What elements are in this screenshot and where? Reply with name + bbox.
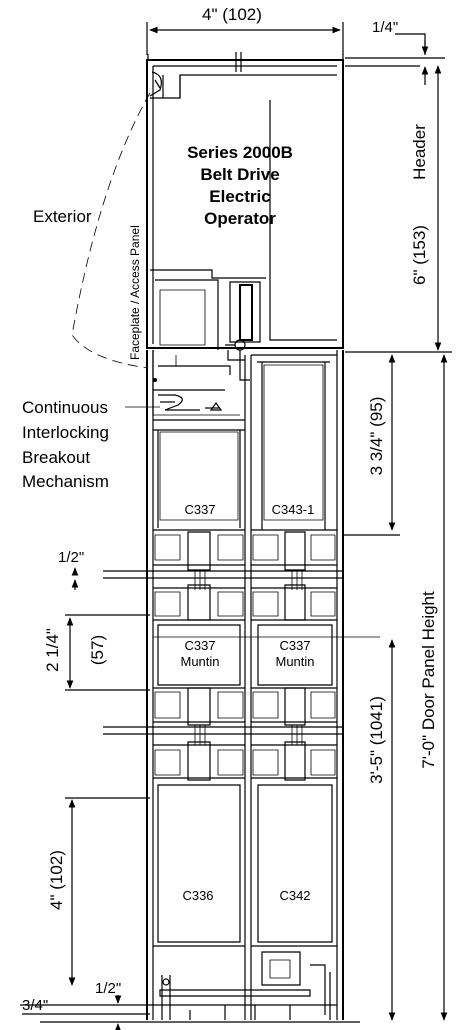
faceplate-label: Faceplate / Access Panel [128, 225, 142, 360]
header-dim-label: 6" (153) [410, 225, 429, 285]
part-muntin-left-code: C337 [184, 638, 215, 653]
muntin-dim-b-label: (57) [88, 635, 107, 665]
header-label: Header [410, 124, 429, 180]
breakout-label-2: Interlocking [22, 423, 109, 442]
part-c337-top: C337 [184, 502, 215, 517]
operator-line-1: Series 2000B [187, 143, 293, 162]
door-panel [146, 350, 344, 1020]
operator-line-2: Belt Drive [200, 165, 279, 184]
part-muntin-right-code: C337 [279, 638, 310, 653]
part-c336: C336 [182, 888, 213, 903]
breakout-label-4: Mechanism [22, 472, 109, 491]
breakout-mechanism [152, 350, 240, 416]
dimension-lines [20, 22, 452, 1030]
part-muntin-left-name: Muntin [180, 654, 219, 669]
panel-dim-label: 3 3/4" (95) [367, 397, 386, 476]
door-height-label: 7'-0" Door Panel Height [419, 591, 438, 769]
breakout-label-3: Breakout [22, 448, 90, 467]
part-c343: C343-1 [272, 502, 315, 517]
operator-line-3: Electric [209, 187, 270, 206]
part-muntin-right-name: Muntin [275, 654, 314, 669]
half-top-label: 1/2" [58, 549, 84, 566]
part-c342: C342 [279, 888, 310, 903]
header-housing [146, 52, 344, 381]
lower-dim-label: 3'-5" (1041) [367, 696, 386, 784]
operator-line-4: Operator [204, 209, 276, 228]
exterior-label: Exterior [33, 207, 92, 226]
half-bottom-label: 1/2" [95, 980, 121, 997]
width-top-label: 4" (102) [202, 5, 262, 24]
three-quarter-label: 3/4" [22, 997, 48, 1014]
muntin-dim-a-label: 2 1/4" [43, 628, 62, 672]
rail-profiles [103, 529, 380, 1020]
quarter-inch-label: 1/4" [372, 19, 398, 36]
breakout-label-1: Continuous [22, 398, 108, 417]
bottom-dim-label: 4" (102) [47, 850, 66, 910]
faceplate-outline [71, 92, 151, 369]
